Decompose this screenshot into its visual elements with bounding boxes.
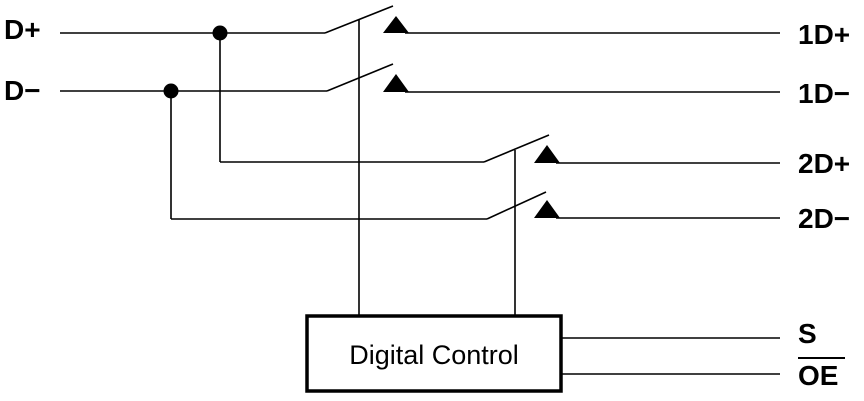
label-d-plus: D+ (4, 14, 41, 45)
label-d-minus: D− (4, 75, 41, 106)
switch-1d-plus (324, 5, 394, 34)
junction-d-minus (163, 83, 179, 99)
switch-1d-minus (326, 63, 394, 92)
junction-d-plus (212, 25, 228, 41)
label-1d-plus: 1D+ (798, 19, 850, 50)
contact-2d-minus (534, 200, 560, 218)
contact-1d-plus (383, 16, 409, 33)
digital-control-block (305, 314, 563, 393)
digital-control-label: Digital Control (349, 340, 519, 370)
label-output-enable: OE (798, 360, 838, 391)
label-1d-minus: 1D− (798, 78, 850, 109)
switch-2d-minus (486, 191, 547, 220)
contact-1d-minus (383, 74, 409, 92)
label-select: S (798, 318, 817, 349)
switch-2d-plus (483, 134, 550, 163)
label-2d-minus: 2D− (798, 203, 850, 234)
contact-2d-plus (534, 145, 560, 163)
label-2d-plus: 2D+ (798, 148, 850, 179)
